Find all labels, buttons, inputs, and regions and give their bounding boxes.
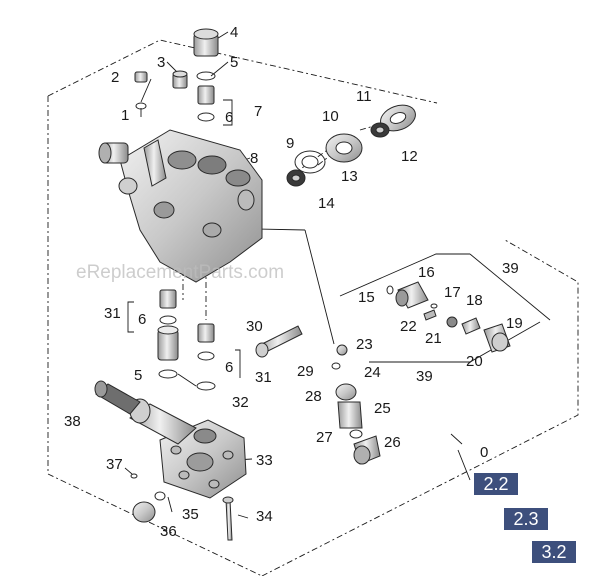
filter-screen <box>94 380 141 415</box>
callout-34: 34 <box>256 508 273 525</box>
callout-4: 4 <box>230 24 238 41</box>
section-badge-3-2[interactable]: 3.2 <box>532 541 576 563</box>
subgroup-39-bracket <box>339 253 551 363</box>
callout-0: 0 <box>480 444 488 461</box>
callout-10: 10 <box>322 108 339 125</box>
callout-18: 18 <box>466 292 483 309</box>
callout-39-bottom: 39 <box>416 368 433 385</box>
callout-25: 25 <box>374 400 391 417</box>
seal-rings <box>286 104 416 187</box>
callout-19: 19 <box>506 315 523 332</box>
callout-5: 5 <box>230 54 238 71</box>
callout-31-right: 31 <box>255 369 272 386</box>
watermark-text: eReplacementParts.com <box>76 262 284 283</box>
callout-13: 13 <box>341 168 358 185</box>
callout-39-top: 39 <box>502 260 519 277</box>
callout-6: 6 <box>225 109 233 126</box>
callout-32: 32 <box>232 394 249 411</box>
section-badge-2-2[interactable]: 2.2 <box>474 473 518 495</box>
callout-1: 1 <box>121 107 129 124</box>
callout-20: 20 <box>466 353 483 370</box>
callout-2: 2 <box>111 69 119 86</box>
callout-15: 15 <box>358 289 375 306</box>
callout-26: 26 <box>384 434 401 451</box>
callout-17: 17 <box>444 284 461 301</box>
callout-29: 29 <box>297 363 314 380</box>
callout-11: 11 <box>356 88 372 105</box>
callout-38: 38 <box>64 413 81 430</box>
callout-8: 8 <box>250 150 258 167</box>
callout-23: 23 <box>356 336 373 353</box>
callout-24: 24 <box>364 364 381 381</box>
callout-3: 3 <box>157 54 165 71</box>
valve-components <box>130 28 303 541</box>
callout-35: 35 <box>182 506 199 523</box>
assembly-outline <box>47 39 579 576</box>
callout-28: 28 <box>305 388 322 405</box>
callout-31-left: 31 <box>104 305 121 322</box>
callout-16: 16 <box>418 264 435 281</box>
callout-14: 14 <box>318 195 335 212</box>
callout-36: 36 <box>160 523 177 540</box>
section-badge-2-3[interactable]: 2.3 <box>504 508 548 530</box>
callout-30: 30 <box>246 318 263 335</box>
unloader-parts <box>386 281 511 353</box>
check-valve-parts <box>331 344 381 465</box>
callout-12: 12 <box>401 148 418 165</box>
callout-6-left: 6 <box>138 311 146 328</box>
callout-27: 27 <box>316 429 333 446</box>
callout-5-lower: 5 <box>134 367 142 384</box>
callout-37: 37 <box>106 456 123 473</box>
callout-22: 22 <box>400 318 417 335</box>
callout-6-right: 6 <box>225 359 233 376</box>
lower-valve-block <box>129 398 247 499</box>
callout-33: 33 <box>256 452 273 469</box>
callout-labels: 1 2 3 4 5 6 7 8 9 10 11 12 13 14 15 16 1… <box>64 24 523 540</box>
pump-head-block <box>98 129 263 283</box>
callout-21: 21 <box>425 330 442 347</box>
callout-7: 7 <box>254 103 262 120</box>
callout-9: 9 <box>286 135 294 152</box>
